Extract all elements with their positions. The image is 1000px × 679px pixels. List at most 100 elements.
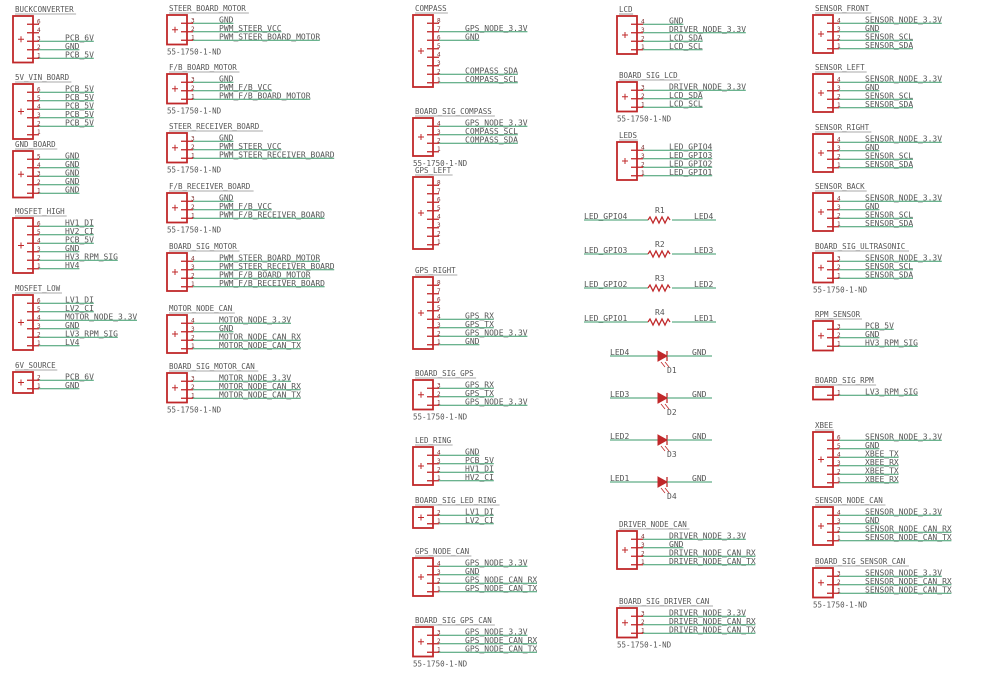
pin-number: 1 — [641, 559, 645, 566]
connector-title: GND_BOARD — [15, 140, 56, 149]
emission-arrow — [664, 361, 670, 368]
connector-title: BOARD_SIG_COMPASS — [415, 107, 492, 116]
pin-number: 3 — [837, 204, 841, 211]
net-label-lv2-ci: LV2_CI — [65, 304, 94, 313]
pin-number: 4 — [37, 27, 41, 34]
pin-number: 1 — [437, 146, 441, 153]
pin-number: 4 — [191, 255, 195, 262]
connector-body — [616, 15, 638, 55]
resistor-ref: R4 — [655, 308, 665, 317]
pin-number: 1 — [191, 343, 195, 350]
net-label-gps-node-3-3v: GPS_NODE_3.3V — [465, 627, 528, 636]
connector-body — [812, 73, 834, 113]
pin-number: 7 — [437, 26, 441, 33]
net-label-gps-node-3-3v: GPS_NODE_3.3V — [465, 118, 528, 127]
connector-body — [812, 320, 834, 352]
pin-number: 3 — [437, 129, 441, 136]
connector-body — [166, 314, 188, 354]
pin-number: 2 — [37, 44, 41, 51]
net-label-led4: LED4 — [694, 212, 713, 221]
pin-number: 1 — [437, 518, 441, 525]
pin-number: 3 — [837, 85, 841, 92]
connector-title: COMPASS — [415, 4, 447, 13]
connector-body — [412, 506, 434, 529]
net-label-led3: LED3 — [694, 246, 713, 255]
net-label-gnd: GND — [865, 202, 880, 211]
pin-number: 1 — [837, 477, 841, 484]
connector-title: DRIVER_NODE_CAN — [619, 520, 687, 529]
pin-number: 3 — [837, 323, 841, 330]
diode-ref: D2 — [667, 408, 677, 417]
pin-number: 3 — [837, 255, 841, 262]
net-label-driver-node-can-tx: DRIVER_NODE_CAN_TX — [669, 625, 756, 634]
pin-number: 3 — [191, 76, 195, 83]
pin-number: 5 — [37, 229, 41, 236]
net-label-driver-node-can-rx: DRIVER_NODE_CAN_RX — [669, 617, 756, 626]
pin-number: 3 — [191, 195, 195, 202]
pin-number: 4 — [37, 103, 41, 110]
net-label-lv3-rpm-sig: LV3_RPM_SIG — [865, 387, 918, 396]
pin-number: 2 — [437, 68, 441, 75]
net-label-driver-node-3-3v: DRIVER_NODE_3.3V — [669, 608, 746, 617]
part-number: 55-1750-1-ND — [413, 413, 468, 422]
pin-number: 3 — [437, 629, 441, 636]
connector-title: SENSOR_NODE_CAN — [815, 496, 883, 505]
pin-number: 2 — [641, 35, 645, 42]
pin-number: 1 — [437, 586, 441, 593]
net-label-gps-node-can-rx: GPS_NODE_CAN_RX — [465, 636, 537, 645]
connector-title: STEER_RECEIVER_BOARD — [169, 122, 260, 131]
net-label-gnd: GND — [669, 16, 684, 25]
net-label-pcb-5v: PCB_5V — [65, 93, 94, 102]
pin-number: 2 — [837, 34, 841, 41]
pin-number: 2 — [437, 230, 441, 237]
pin-number: 3 — [437, 322, 441, 329]
pin-number: 4 — [37, 162, 41, 169]
connector-body — [166, 73, 188, 105]
pin-number: 1 — [837, 389, 841, 396]
pin-number: 2 — [837, 468, 841, 475]
pin-number: 4 — [37, 314, 41, 321]
pin-number: 3 — [837, 26, 841, 33]
pin-number: 2 — [641, 161, 645, 168]
net-label-pcb-5v: PCB_5V — [65, 235, 94, 244]
net-label-sensor-sda: SENSOR_SDA — [865, 41, 913, 50]
net-label-hv3-rpm-sig: HV3_RPM_SIG — [65, 252, 118, 261]
net-label-pcb-5v: PCB_5V — [65, 50, 94, 59]
pin-number: 1 — [191, 152, 195, 159]
pin-number: 3 — [837, 460, 841, 467]
pin-number: 7 — [437, 288, 441, 295]
net-label-led3: LED3 — [610, 390, 629, 399]
net-label-gps-node-can-rx: GPS_NODE_CAN_RX — [465, 575, 537, 584]
net-label-motor-node-3-3v: MOTOR_NODE_3.3V — [219, 373, 291, 382]
pin-number: 2 — [191, 26, 195, 33]
pin-number: 1 — [837, 221, 841, 228]
net-label-led-gpio1: LED_GPIO1 — [669, 168, 713, 177]
connector-title: BOARD_SIG_ULTRASONIC — [815, 242, 905, 251]
part-number: 55-1750-1-ND — [813, 601, 868, 610]
pin-number: 4 — [437, 449, 441, 456]
pin-number: 8 — [437, 179, 441, 186]
pin-number: 2 — [437, 466, 441, 473]
net-label-hv4: HV4 — [65, 261, 80, 270]
connector-body — [616, 81, 638, 113]
net-label-gnd: GND — [865, 441, 880, 450]
net-label-gnd: GND — [692, 348, 707, 357]
pin-number: 4 — [641, 18, 645, 25]
pin-number: 3 — [191, 17, 195, 24]
pin-number: 4 — [837, 509, 841, 516]
net-label-hv3-rpm-sig: HV3_RPM_SIG — [865, 338, 918, 347]
net-label-pwm-f-b-vcc: PWM_F/B_VCC — [219, 83, 272, 92]
net-label-gps-node-3-3v: GPS_NODE_3.3V — [465, 558, 528, 567]
pin-number: 3 — [37, 35, 41, 42]
net-label-gnd: GND — [865, 516, 880, 525]
net-label-sensor-node-3-3v: SENSOR_NODE_3.3V — [865, 568, 942, 577]
pin-number: 1 — [837, 340, 841, 347]
resistor-ref: R1 — [655, 206, 665, 215]
